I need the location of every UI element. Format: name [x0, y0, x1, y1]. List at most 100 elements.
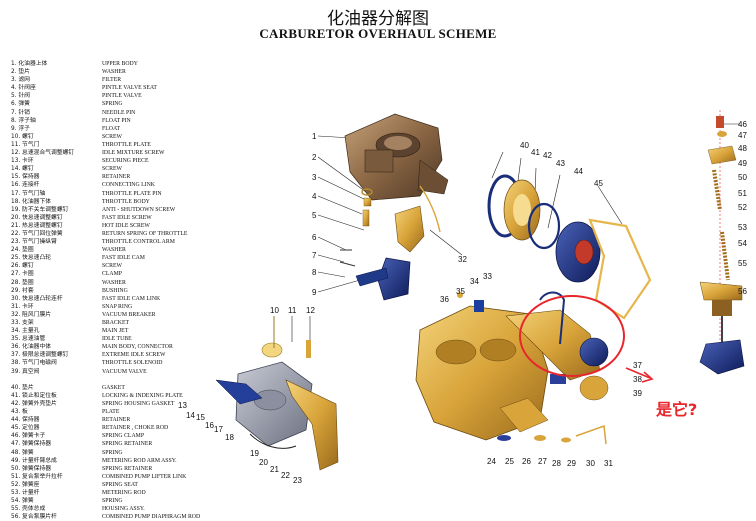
callout-55: 55: [738, 259, 747, 268]
callout-9: 9: [312, 288, 317, 297]
legend-row: 45. 定位器 RETAINER , CHOKE ROD: [11, 424, 243, 432]
legend-en-label: WASHER: [102, 279, 126, 286]
legend-en-label: RETAINER , CHOKE ROD: [102, 425, 169, 432]
callout-4: 4: [312, 192, 317, 201]
legend-row: 52. 弹簧座 SPRING SEAT: [11, 481, 243, 489]
legend-en-label: THROTTLE SOLENOID: [102, 360, 163, 367]
legend-en-label: PINTLE VALVE SEAT: [102, 85, 157, 92]
highlight-circle: [519, 295, 625, 377]
callout-38: 38: [633, 375, 642, 384]
legend-cn-label: 19. 防不关车调整螺钉: [11, 206, 69, 213]
legend-cn-label: 16. 连接杆: [11, 182, 40, 189]
callout-52: 52: [738, 203, 747, 212]
legend-en-label: SPRING: [102, 101, 123, 108]
legend-cn-label: 21. 热怠速调整螺钉: [11, 222, 63, 229]
callout-33: 33: [483, 272, 492, 281]
legend-en-label: MAIN BODY, CONNECTOR: [102, 344, 173, 351]
legend-cn-label: 3. 滤网: [11, 77, 30, 84]
legend-cn-label: 8. 浮子轴: [11, 117, 36, 124]
legend-cn-label: 29. 衬套: [11, 287, 34, 294]
legend-cn-label: 45. 定位器: [11, 425, 40, 432]
legend-en-label: SNAP RING: [102, 303, 133, 310]
legend-en-label: THROTTLE PLATE: [102, 141, 151, 148]
legend-cn-label: 55. 壳体总成: [11, 506, 46, 513]
legend-en-label: VACUUM VALVE: [102, 368, 147, 375]
legend-row: 18. 化油器下体 THROTTLE BODY: [11, 198, 243, 206]
legend-cn-label: 11. 节气门: [11, 141, 40, 148]
legend-en-label: COMBINED PUMP LIFTER LINK: [102, 473, 187, 480]
callout-47: 47: [738, 131, 747, 140]
legend-cn-label: 33. 支架: [11, 320, 34, 326]
callout-36: 36: [440, 295, 449, 304]
callout-5: 5: [312, 211, 317, 220]
legend-cn-label: 12. 怠速混合气调整螺钉: [11, 150, 75, 157]
legend-en-label: FAST IDLE CAM: [102, 255, 145, 262]
callout-19: 19: [250, 449, 259, 458]
legend-cn-label: 42. 弹簧外壳垫片: [11, 400, 57, 407]
legend-en-label: SCREW: [102, 166, 122, 173]
legend-en-label: FAST IDLE SCREW: [102, 214, 152, 221]
legend-en-label: SPRING HOUSING GASKET: [102, 400, 175, 407]
callout-18: 18: [225, 433, 234, 442]
legend-en-label: SECURING PIECE: [102, 158, 149, 165]
callout-6: 6: [312, 233, 317, 242]
legend-cn-label: 22. 节气门回位弹簧: [11, 230, 63, 237]
legend-cn-label: 50. 弹簧保持器: [11, 465, 52, 472]
callout-39: 39: [633, 389, 642, 398]
callout-53: 53: [738, 223, 747, 232]
callout-3: 3: [312, 173, 317, 182]
part-throttle-body: [215, 316, 339, 471]
part-pump-column: [699, 110, 745, 375]
legend-en-label: WASHER: [102, 247, 126, 254]
callout-32: 32: [458, 255, 467, 264]
legend-cn-label: 25. 快怠速凸轮: [11, 255, 52, 262]
legend-en-label: SPRING RETAINER: [102, 465, 153, 472]
legend-en-label: SCREW: [102, 263, 122, 270]
legend-cn-label: 52. 弹簧座: [11, 481, 40, 488]
legend-cn-label: 9. 浮子: [11, 125, 30, 132]
legend-cn-label: 18. 化油器下体: [11, 198, 52, 205]
diagram-title-en: CARBURETOR OVERHAUL SCHEME: [259, 26, 497, 41]
callout-12: 12: [306, 306, 315, 315]
legend-en-label: THROTTLE BODY: [102, 198, 150, 205]
legend-en-label: SPRING SEAT: [102, 481, 138, 488]
callout-44: 44: [574, 167, 583, 176]
callout-20: 20: [259, 458, 268, 467]
callout-48: 48: [738, 144, 747, 153]
legend-cn-label: 6. 弹簧: [11, 101, 30, 108]
callout-labels: 1 2 3 4 5 6 7 8 9 10 11 12 13 14 15 16 1…: [178, 120, 747, 485]
legend-en-label: FLOAT: [102, 125, 121, 132]
part-vacuum-breaker-top: [419, 185, 441, 233]
callout-43: 43: [556, 159, 565, 168]
legend-en-label: FAST IDLE CAM LINK: [102, 295, 161, 302]
legend-cn-label: 23. 节气门操纵臂: [11, 239, 57, 246]
legend-en-label: IDLE TUBE: [102, 336, 132, 343]
legend-cn-label: 56. 复合泵膜片杆: [11, 514, 57, 521]
legend-cn-label: 32. 阻风门膜片: [11, 311, 52, 318]
legend-cn-label: 31. 卡环: [11, 303, 34, 310]
leader-lines: [273, 123, 740, 342]
callout-11: 11: [288, 306, 297, 315]
legend-row: 6. 弹簧 SPRING: [11, 100, 243, 108]
legend-en-label: SCREW: [102, 133, 122, 140]
legend-en-label: SPRING RETAINER: [102, 441, 153, 448]
callout-42: 42: [543, 151, 552, 160]
